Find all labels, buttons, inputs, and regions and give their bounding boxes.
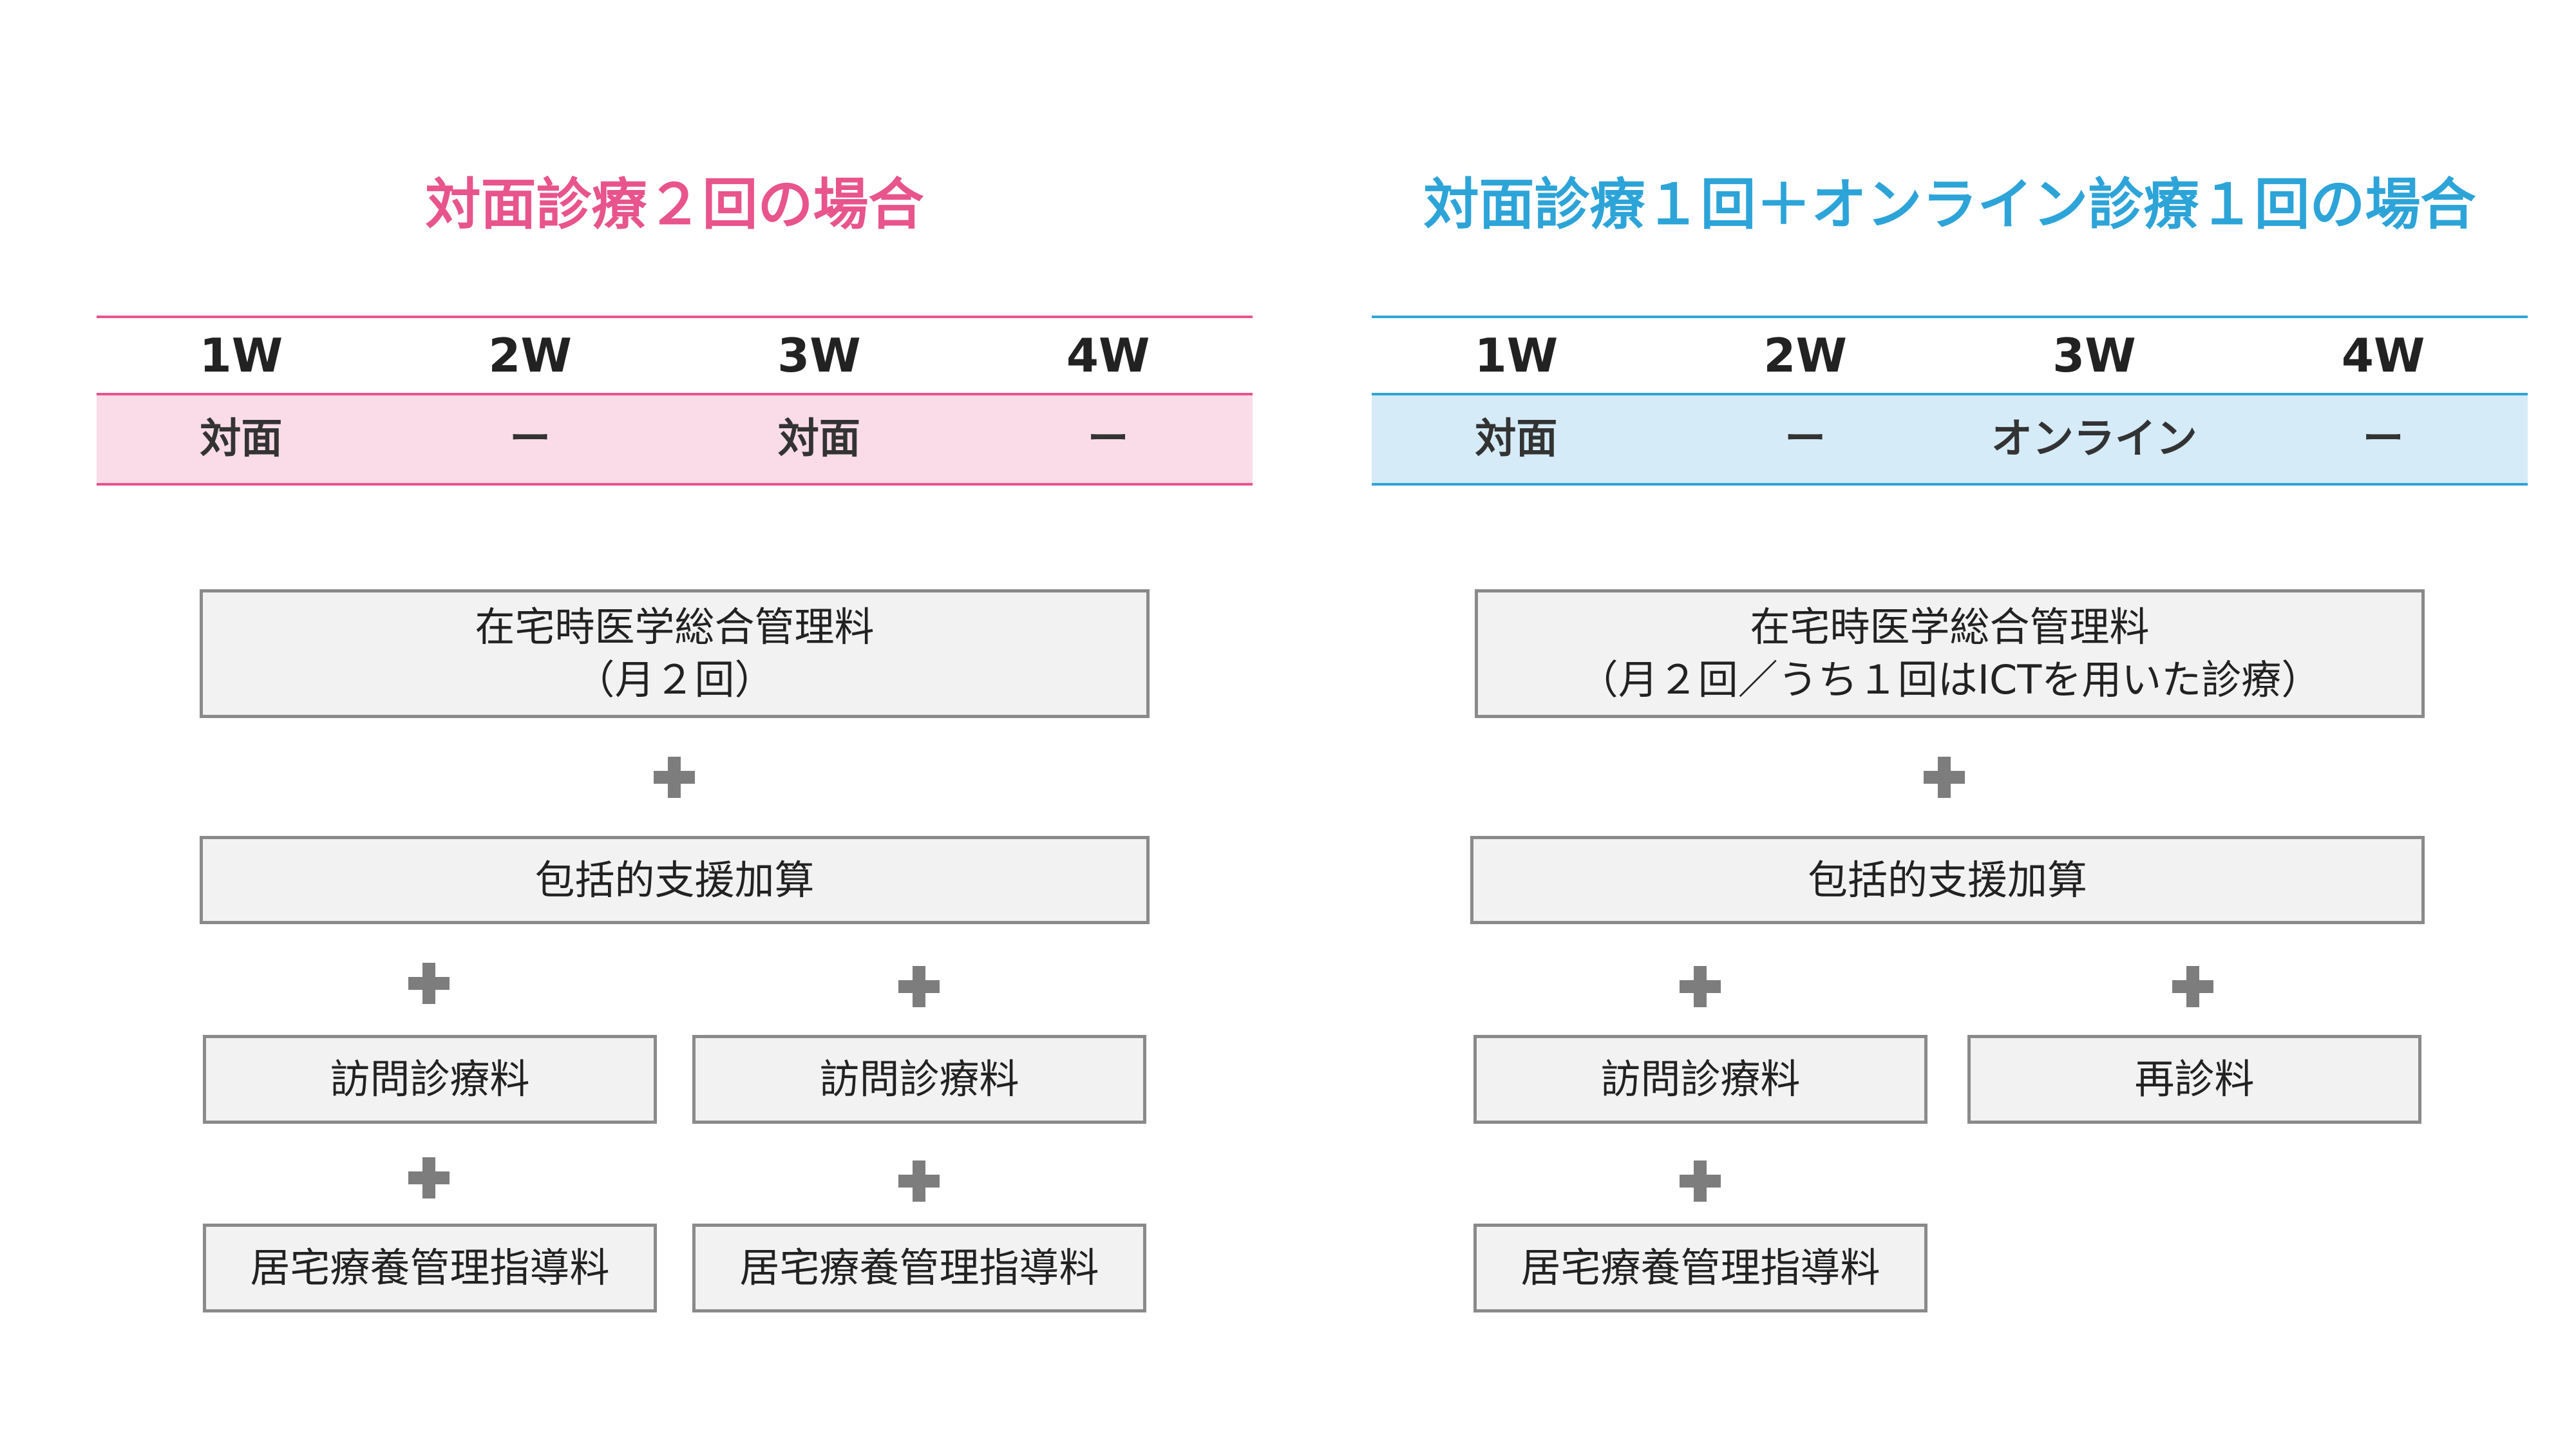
right-plus-icon-1 xyxy=(1924,757,1965,798)
right-visit-1: 対面 xyxy=(1475,415,1558,463)
right-plus-icon-3 xyxy=(2172,966,2213,1007)
left-visit-row: 対面 ー 対面 ー xyxy=(97,393,1253,486)
left-home-care-guidance-box-2: 居宅療養管理指導料 xyxy=(692,1224,1146,1312)
left-week-2: 2W xyxy=(488,328,572,383)
right-comprehensive-support-box: 包括的支援加算 xyxy=(1470,836,2425,924)
left-home-care-guidance-box-1: 居宅療養管理指導料 xyxy=(203,1224,657,1312)
left-week-3: 3W xyxy=(777,328,861,383)
left-schedule-table: 1W 2W 3W 4W 対面 ー 対面 ー xyxy=(97,316,1253,486)
right-guidance-label: 居宅療養管理指導料 xyxy=(1520,1244,1880,1291)
left-visit-4: ー xyxy=(1087,415,1129,463)
left-visit-fee-label-1: 訪問診療料 xyxy=(330,1056,530,1103)
right-week-3: 3W xyxy=(2052,328,2136,383)
right-revisit-fee-label: 再診料 xyxy=(2134,1056,2255,1103)
left-guidance-label-1: 居宅療養管理指導料 xyxy=(250,1244,610,1291)
right-revisit-fee-box: 再診料 xyxy=(1967,1035,2421,1124)
right-support-box-label: 包括的支援加算 xyxy=(1807,856,2087,904)
left-visit-3: 対面 xyxy=(777,415,860,463)
left-main-box-line1: 在宅時医学総合管理料 xyxy=(475,603,875,650)
left-title: 対面診療２回の場合 xyxy=(425,173,924,237)
left-home-visit-fee-box-1: 訪問診療料 xyxy=(203,1035,657,1124)
right-home-medical-management-box: 在宅時医学総合管理料 （月２回／うち１回はICTを用いた診療） xyxy=(1475,589,2425,718)
left-guidance-label-2: 居宅療養管理指導料 xyxy=(739,1244,1099,1291)
left-home-medical-management-box: 在宅時医学総合管理料 （月２回） xyxy=(200,589,1150,718)
left-week-4: 4W xyxy=(1066,328,1150,383)
right-week-1: 1W xyxy=(1474,328,1558,383)
left-plus-icon-2 xyxy=(408,963,450,1004)
left-visit-1: 対面 xyxy=(200,415,283,463)
right-plus-icon-2 xyxy=(1680,966,1721,1007)
right-week-4: 4W xyxy=(2341,328,2425,383)
right-visit-2: ー xyxy=(1785,415,1826,463)
right-visit-4: ー xyxy=(2362,415,2404,463)
left-main-box-line2: （月２回） xyxy=(574,656,775,703)
right-plus-icon-4 xyxy=(1680,1160,1721,1202)
right-visit-3: オンライン xyxy=(1991,415,2197,463)
left-home-visit-fee-box-2: 訪問診療料 xyxy=(692,1035,1146,1124)
left-comprehensive-support-box: 包括的支援加算 xyxy=(200,836,1150,924)
left-plus-icon-1 xyxy=(654,757,695,798)
left-visit-2: ー xyxy=(509,415,551,463)
right-main-box-line1: 在宅時医学総合管理料 xyxy=(1750,603,2150,650)
left-week-1: 1W xyxy=(199,328,283,383)
right-week-header-row: 1W 2W 3W 4W xyxy=(1372,316,2528,393)
right-home-visit-fee-box: 訪問診療料 xyxy=(1473,1035,1927,1124)
left-plus-icon-4 xyxy=(408,1157,450,1198)
right-title: 対面診療１回＋オンライン診療１回の場合 xyxy=(1423,173,2476,237)
right-visit-fee-label: 訪問診療料 xyxy=(1600,1056,1801,1103)
left-visit-fee-label-2: 訪問診療料 xyxy=(819,1056,1019,1103)
left-plus-icon-3 xyxy=(898,966,940,1007)
left-support-box-label: 包括的支援加算 xyxy=(535,856,815,904)
right-visit-row: 対面 ー オンライン ー xyxy=(1372,393,2528,486)
right-home-care-guidance-box: 居宅療養管理指導料 xyxy=(1473,1224,1927,1312)
left-week-header-row: 1W 2W 3W 4W xyxy=(97,316,1253,393)
left-plus-icon-5 xyxy=(898,1160,940,1202)
right-schedule-table: 1W 2W 3W 4W 対面 ー オンライン ー xyxy=(1372,316,2528,486)
right-main-box-line2: （月２回／うち１回はICTを用いた診療） xyxy=(1578,656,2322,703)
right-week-2: 2W xyxy=(1763,328,1847,383)
